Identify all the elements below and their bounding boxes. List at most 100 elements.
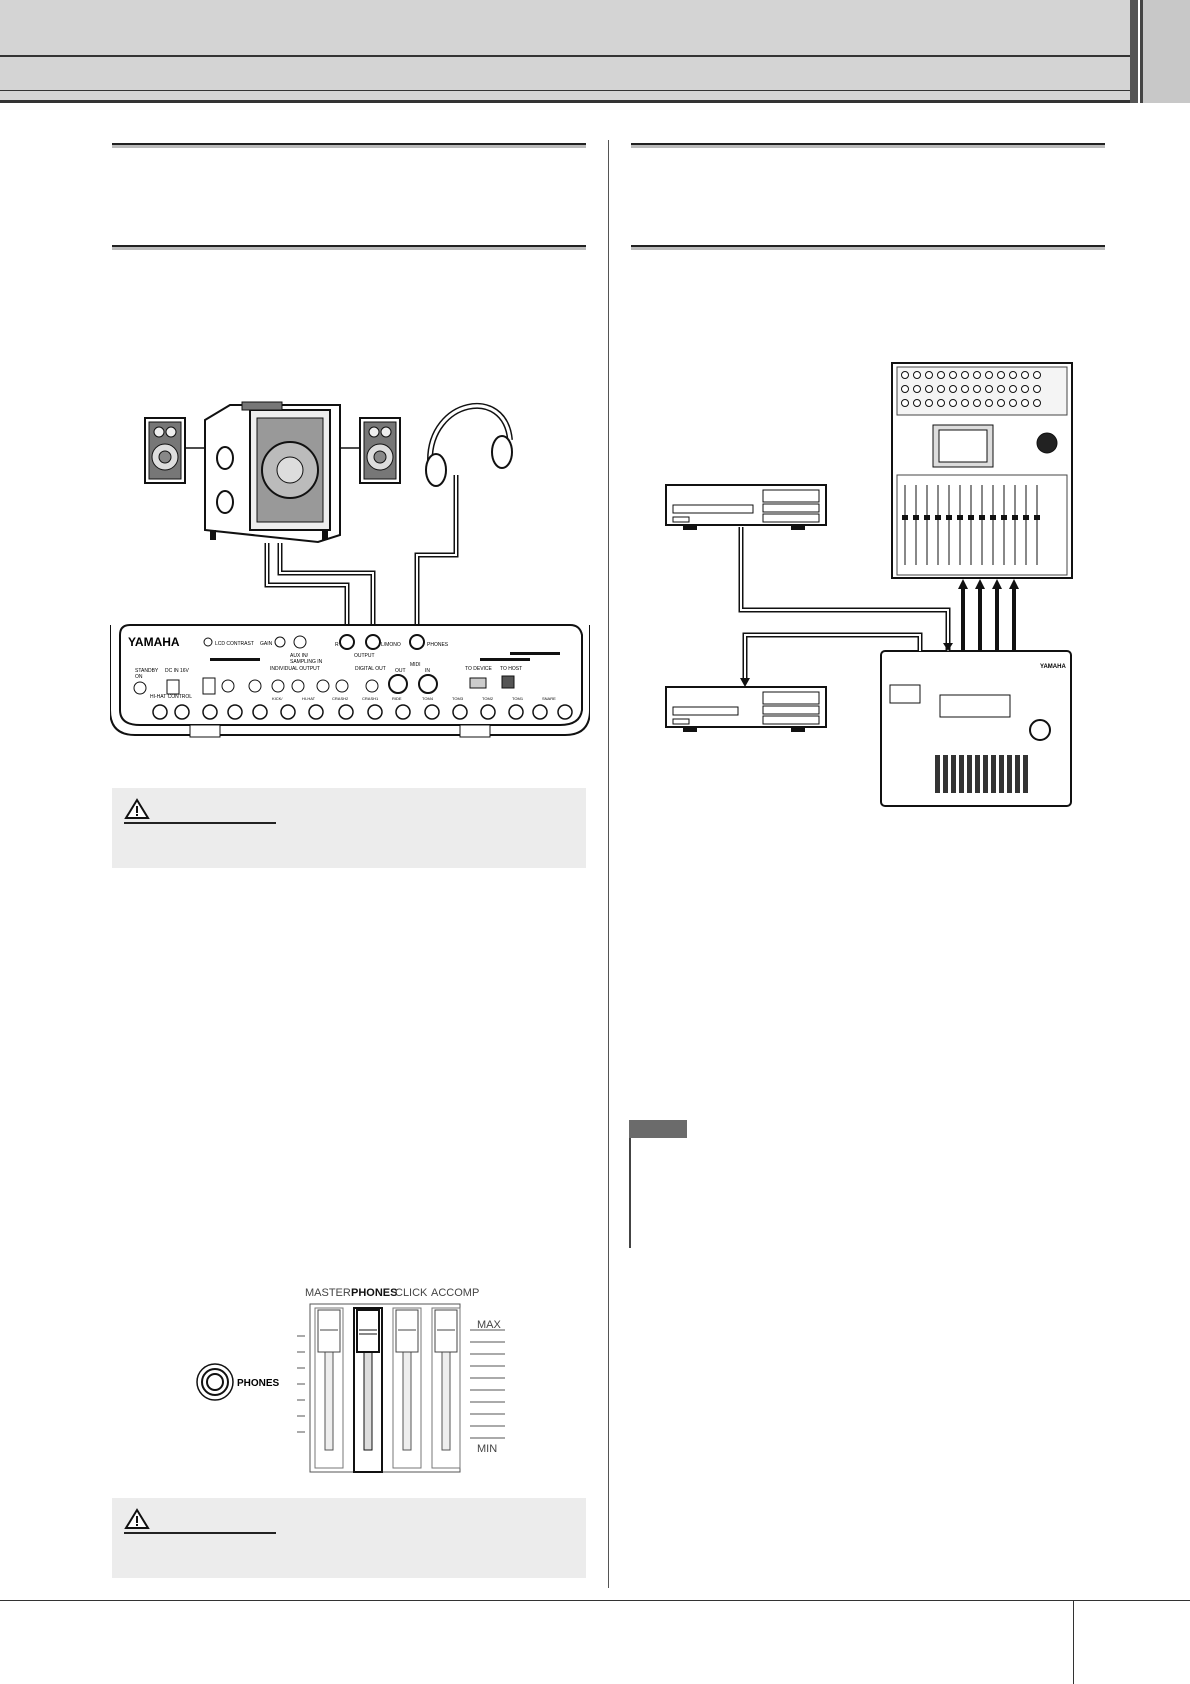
midi-in-label: IN: [425, 668, 430, 674]
standby-label: STANDBY: [135, 668, 159, 674]
trigger-input-label: TOM1: [512, 696, 524, 701]
trigger-input-jack: [338, 704, 354, 720]
section-rule: [112, 245, 586, 250]
mixer-knob: [1009, 371, 1017, 379]
mixer-fader-cap: [902, 515, 908, 520]
mixer-knob: [937, 385, 945, 393]
module-fader: [935, 755, 940, 793]
module-fader: [943, 755, 948, 793]
output-l-mono-label: L/MONO: [381, 642, 401, 648]
mixer-knob: [925, 371, 933, 379]
mixer-fader-cap: [968, 515, 974, 520]
aux-in-label: AUX IN/: [290, 653, 309, 659]
mixer-knob: [973, 399, 981, 407]
usb-to-device-label: TO DEVICE: [465, 666, 493, 672]
mixer-knob: [973, 371, 981, 379]
mixer-knob: [901, 399, 909, 407]
usb-to-host-label: TO HOST: [500, 666, 522, 672]
page-header-band: [0, 0, 1130, 103]
digital-mixer: [891, 362, 1073, 579]
footer-rule: [0, 1600, 1190, 1601]
trigger-input-label: RIDE: [392, 696, 402, 701]
trigger-input-label: TOM3: [452, 696, 464, 701]
module-fader: [983, 755, 988, 793]
mixer-knob: [925, 385, 933, 393]
header-tab-strip: [1130, 0, 1138, 103]
slider-header-accomp: ACCOMP: [431, 1287, 479, 1299]
trigger-input-label: CRASH1: [362, 696, 379, 701]
rear-panel: YAMAHA LCD CONTRAST GAIN AUX IN/ SAMPLIN…: [110, 624, 590, 738]
mixer-knob: [1021, 399, 1029, 407]
max-label: MAX: [477, 1319, 502, 1331]
module-fader: [959, 755, 964, 793]
recorder-device-top: [665, 484, 827, 530]
section-rule: [631, 245, 1105, 250]
mixer-knob: [949, 371, 957, 379]
trigger-input-label: CRASH2: [332, 696, 349, 701]
mixer-knob: [1021, 385, 1029, 393]
mixer-fader-cap: [1001, 515, 1007, 520]
mixer-knob: [1033, 371, 1041, 379]
mixer-knob: [1021, 371, 1029, 379]
slider-header-master: MASTER: [305, 1287, 351, 1299]
slider-header-click: CLICK: [395, 1287, 428, 1299]
mixer-knob: [913, 371, 921, 379]
trigger-input-jack: [480, 704, 496, 720]
caution-heading-underline: [124, 822, 276, 824]
section-rule: [112, 143, 586, 148]
lcd-contrast-label: LCD CONTRAST: [215, 641, 254, 647]
dc-in-label: DC IN 16V: [165, 668, 190, 674]
trigger-input-label: KICK/: [272, 696, 283, 701]
trigger-input-jack: [508, 704, 524, 720]
module-fader-bank: [935, 755, 1028, 793]
column-divider: [608, 140, 609, 1588]
mixer-knob: [937, 399, 945, 407]
footer-divider: [1073, 1600, 1074, 1684]
module-fader: [967, 755, 972, 793]
phones-jack-label: PHONES: [237, 1378, 280, 1389]
slider-accomp[interactable]: [431, 1307, 461, 1469]
slider-master[interactable]: [314, 1307, 344, 1469]
note-label-box: [629, 1120, 687, 1138]
mixer-knob: [973, 385, 981, 393]
mixer-fader-cap: [979, 515, 985, 520]
mixer-fader-cap: [946, 515, 952, 520]
mixer-knob: [1009, 385, 1017, 393]
module-fader: [999, 755, 1004, 793]
trigger-input-jack: [227, 704, 243, 720]
phones-label: PHONES: [427, 642, 449, 648]
trigger-input-label: HI-HAT: [302, 696, 316, 701]
mixer-fader-cap: [1023, 515, 1029, 520]
min-label: MIN: [477, 1443, 497, 1455]
slider-click[interactable]: [392, 1307, 422, 1469]
mixer-knob: [901, 371, 909, 379]
trigger-input-label: TOM4: [422, 696, 434, 701]
midi-label: MIDI: [410, 662, 421, 668]
mixer-knob: [913, 399, 921, 407]
trigger-input-jack: [424, 704, 440, 720]
mixer-knob: [985, 399, 993, 407]
mixer-knob: [1033, 399, 1041, 407]
brand-logo: YAMAHA: [128, 635, 180, 649]
headphones-icon: [425, 402, 513, 487]
trigger-input-jack: [152, 704, 168, 720]
recording-connection-diagram: YAMAHA: [665, 362, 1073, 807]
trigger-input-jack: [557, 704, 573, 720]
trigger-input-jack: [395, 704, 411, 720]
module-fader: [1015, 755, 1020, 793]
individual-output-label: INDIVIDUAL OUTPUT: [270, 666, 320, 672]
module-fader: [1023, 755, 1028, 793]
midi-out-label: OUT: [395, 668, 406, 674]
trigger-input-jack: [532, 704, 548, 720]
trigger-input-jack: [252, 704, 268, 720]
caution-box: [112, 1498, 586, 1578]
chapter-side-tab: [1140, 0, 1190, 103]
mixer-fader-cap: [1034, 515, 1040, 520]
amplifier-cabinet: [204, 401, 341, 544]
mixer-knob: [985, 371, 993, 379]
connection-diagram-rear-panel: YAMAHA LCD CONTRAST GAIN AUX IN/ SAMPLIN…: [110, 401, 590, 738]
trigger-input-jack: [202, 704, 218, 720]
slider-phones[interactable]: [353, 1307, 383, 1473]
note-side-bar: [629, 1138, 631, 1248]
mixer-knob: [961, 399, 969, 407]
